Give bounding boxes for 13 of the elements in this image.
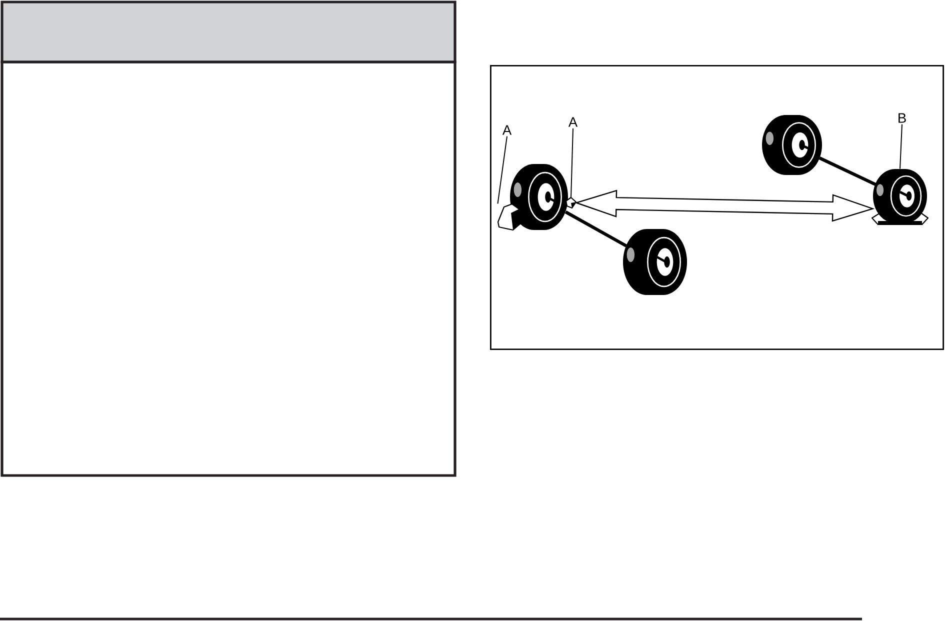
wheel [510,164,568,230]
leader-line [570,128,574,198]
wheel [623,229,687,295]
wheel [762,115,822,175]
wheel-chock [497,203,521,231]
axle [564,210,628,248]
leader-line [900,124,902,170]
wheel [873,169,927,223]
wheel-chock [565,196,577,209]
callout-letter: A [568,117,578,127]
axle [818,156,876,186]
callout-letter: A [502,125,512,135]
callout-letter: B [898,113,906,123]
